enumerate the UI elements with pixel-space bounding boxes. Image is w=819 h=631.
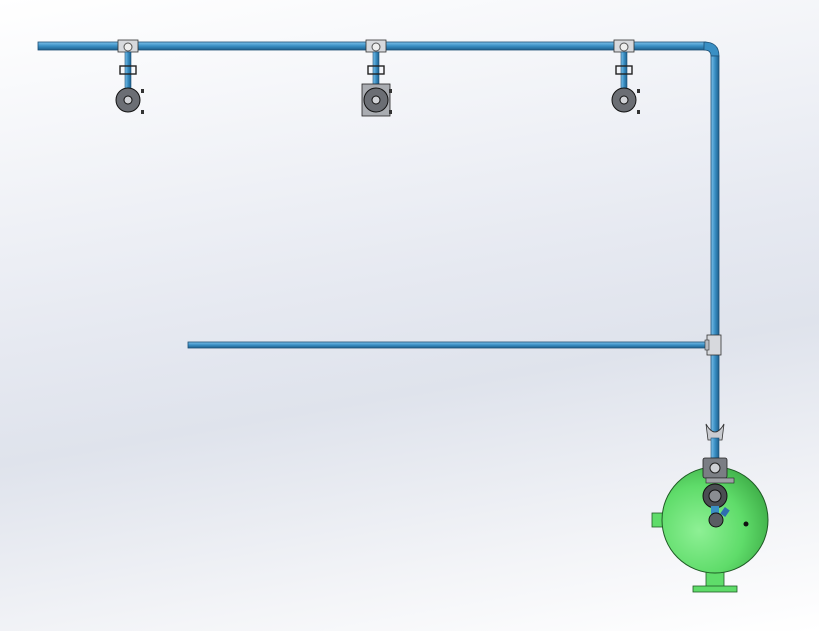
riser-pipe: [710, 55, 720, 435]
sprinkler-drop: [115, 39, 144, 114]
sprinkler-deflector: [141, 89, 144, 93]
tee-fitting: [619, 42, 629, 52]
sprinkler-drop: [361, 39, 392, 117]
pipe-hanger: [615, 65, 633, 75]
sprinkler-head: [371, 95, 381, 105]
branch-pipe: [187, 341, 709, 349]
tee-fitting: [371, 42, 381, 52]
sprinkler-deflector: [637, 89, 640, 93]
sprinkler-deflector: [389, 89, 392, 93]
pipe-hanger: [367, 65, 385, 75]
tee-fitting: [123, 42, 133, 52]
tank-valve-assembly: [702, 423, 735, 528]
sprinkler-deflector: [637, 110, 640, 114]
tee-fitting: [704, 334, 722, 356]
sprinkler-head: [619, 95, 629, 105]
sprinkler-deflector: [141, 110, 144, 114]
sprinkler-head: [123, 95, 133, 105]
sprinkler-drop: [611, 39, 640, 114]
pipe-hanger: [119, 65, 137, 75]
sprinkler-deflector: [389, 110, 392, 114]
